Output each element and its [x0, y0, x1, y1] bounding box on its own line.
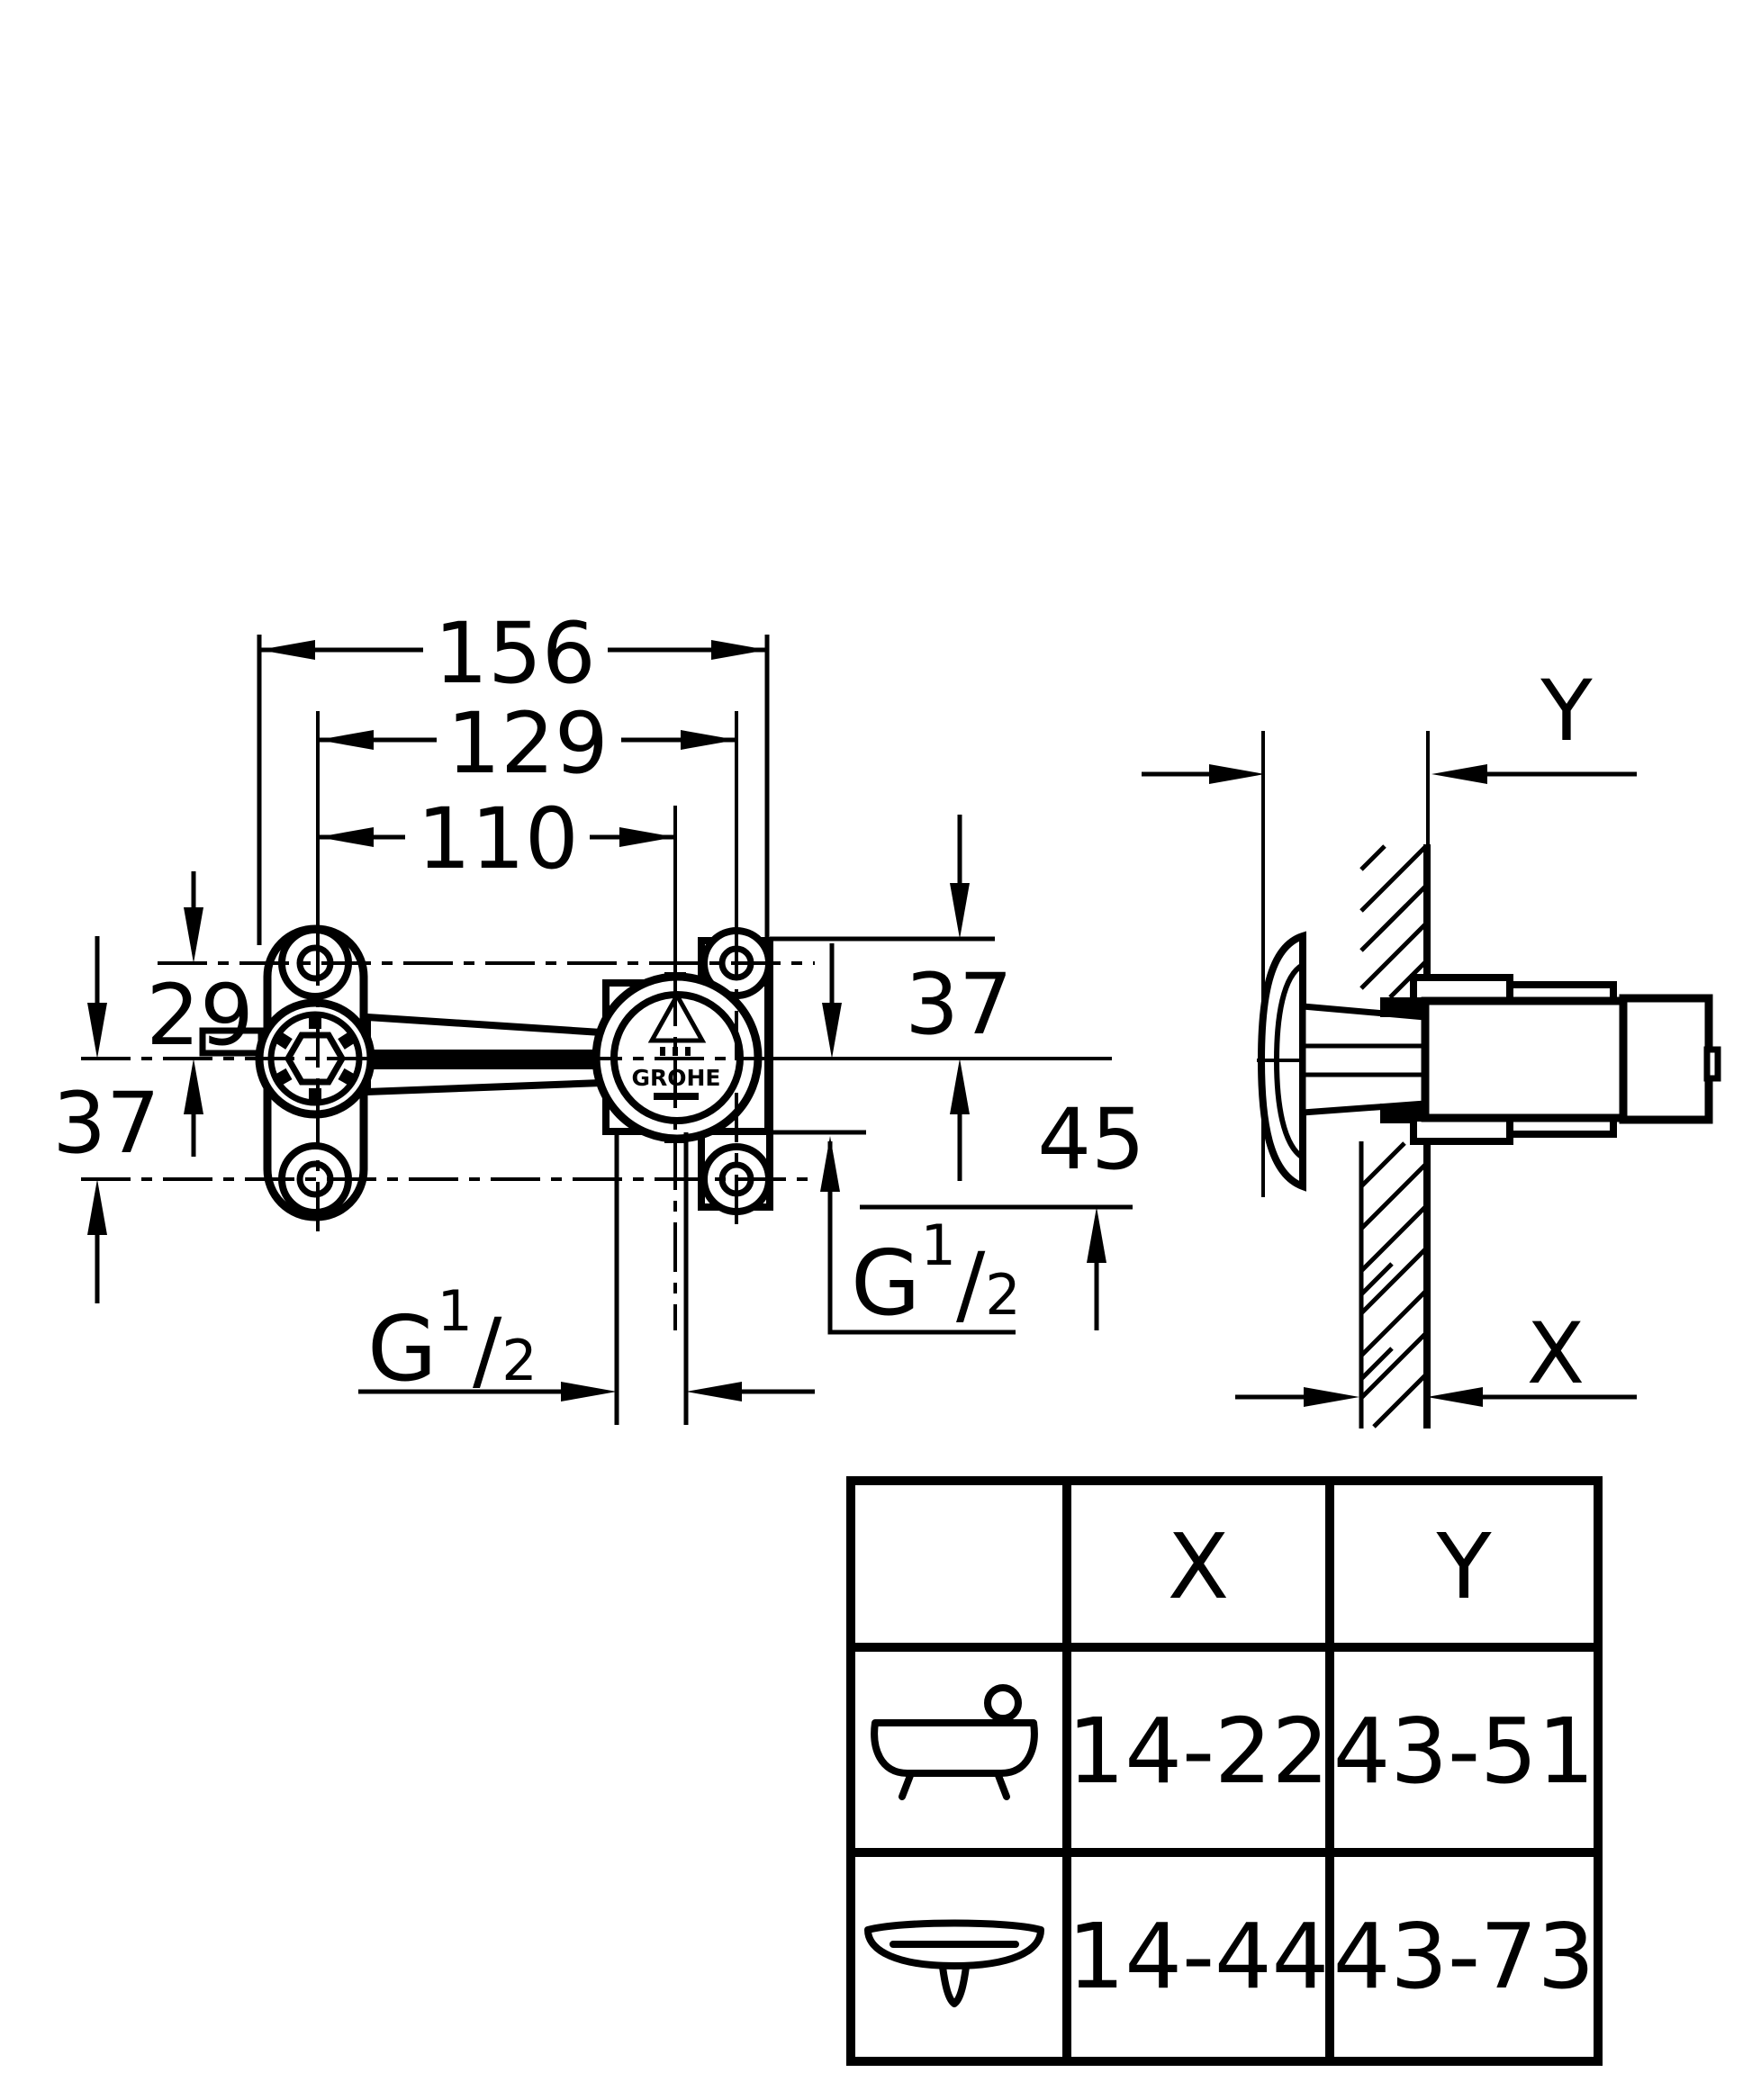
thread-label-bottom: G1/2	[820, 1136, 1021, 1336]
dim-129-label: 129	[447, 695, 608, 793]
body-end-tab	[1703, 1046, 1721, 1082]
table-frame	[846, 1476, 1603, 2066]
table-header-x: X	[1168, 1514, 1230, 1619]
table-cell-basin-y: 43-73	[1333, 1904, 1595, 2009]
dim-29-label: 29	[146, 967, 254, 1065]
dim-45-label: 45	[1037, 1091, 1145, 1189]
dimension-156: 156	[259, 605, 767, 703]
bathtub-icon	[871, 1684, 1038, 1800]
dimension-29: 29	[146, 871, 254, 1157]
thread-side-text: G1/2	[367, 1278, 537, 1402]
table-cell-bath-y: 43-51	[1333, 1699, 1595, 1804]
dim-156-label: 156	[434, 605, 595, 703]
thread-label-side: G1/2	[358, 1278, 815, 1402]
dim-110-label: 110	[417, 790, 578, 888]
dimension-37-left: 37	[52, 936, 160, 1303]
body-main	[1421, 996, 1628, 1122]
wall-hatching	[1359, 844, 1427, 1429]
dim-37-right-label: 37	[905, 956, 1013, 1054]
dim-37-left-label: 37	[52, 1075, 160, 1173]
valve-neck	[1299, 1003, 1429, 1116]
thread-bottom-text: G1/2	[851, 1212, 1021, 1336]
dimension-Y: Y	[1142, 662, 1637, 784]
recycle-icon-marks	[660, 1047, 691, 1056]
dimension-45: 45	[822, 943, 1145, 1330]
table-cell-basin-x: 14-44	[1068, 1904, 1330, 2009]
dimension-110: 110	[318, 790, 675, 888]
dimension-129: 129	[318, 695, 736, 793]
body-end-cap	[1619, 994, 1713, 1124]
table-header-y: Y	[1435, 1514, 1492, 1619]
dim-X-label: X	[1527, 1305, 1585, 1403]
dim-Y-label: Y	[1540, 662, 1593, 761]
pipe-bore	[369, 1050, 600, 1069]
dimension-37-right: 37	[905, 815, 1013, 1181]
front-view-drawing: GROHE 156	[52, 605, 1145, 1425]
table-cell-bath-x: 14-22	[1068, 1699, 1330, 1804]
hub-slots	[273, 1014, 357, 1104]
dimension-table: X Y 14-22 43-51 14-44 43-73	[846, 1476, 1603, 2066]
washbasin-icon	[864, 1919, 1044, 2007]
dimension-X: X	[1235, 1305, 1637, 1407]
side-view-drawing: Y X	[1142, 662, 1721, 1429]
